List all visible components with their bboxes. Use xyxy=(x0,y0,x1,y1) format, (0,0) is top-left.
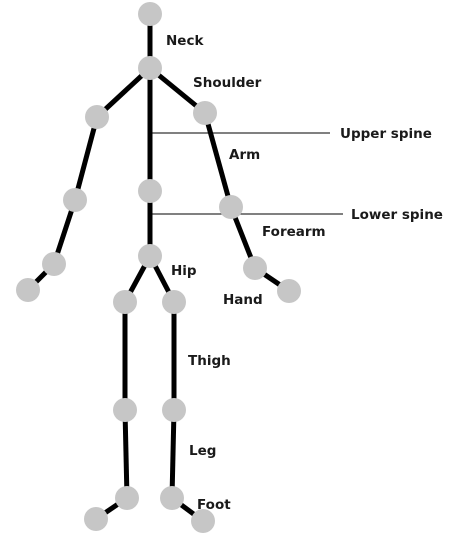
joint-left-shoulder xyxy=(85,105,109,129)
joint-spine-mid xyxy=(138,179,162,203)
bone-right-upper-arm xyxy=(205,113,231,207)
joint-right-knee xyxy=(162,398,186,422)
joint-left-elbow xyxy=(63,188,87,212)
bone-left-upper-arm xyxy=(75,117,97,200)
label-shoulder: Shoulder xyxy=(193,75,262,91)
joint-shoulder-center xyxy=(138,56,162,80)
label-lower-spine: Lower spine xyxy=(351,207,443,223)
label-upper-spine: Upper spine xyxy=(340,126,432,142)
joint-head xyxy=(138,2,162,26)
label-hip: Hip xyxy=(171,263,197,279)
label-leg: Leg xyxy=(189,443,216,459)
label-forearm: Forearm xyxy=(262,224,326,240)
bone-left-leg xyxy=(125,410,127,498)
label-thigh: Thigh xyxy=(188,353,231,369)
joint-left-knee xyxy=(113,398,137,422)
joint-right-wrist xyxy=(243,256,267,280)
joint-left-wrist xyxy=(42,252,66,276)
joint-right-hip xyxy=(162,290,186,314)
joint-right-hand xyxy=(277,279,301,303)
label-neck: Neck xyxy=(166,33,204,49)
joint-right-shoulder xyxy=(193,101,217,125)
label-arm: Arm xyxy=(229,147,260,163)
joint-left-ankle xyxy=(115,486,139,510)
label-foot: Foot xyxy=(197,497,231,513)
label-hand: Hand xyxy=(223,292,263,308)
joint-left-hip xyxy=(113,290,137,314)
joint-right-ankle xyxy=(160,486,184,510)
joint-hip-center xyxy=(138,244,162,268)
bone-right-leg xyxy=(172,410,174,498)
joint-right-elbow xyxy=(219,195,243,219)
joint-left-foot xyxy=(84,507,108,531)
joint-left-hand xyxy=(16,278,40,302)
